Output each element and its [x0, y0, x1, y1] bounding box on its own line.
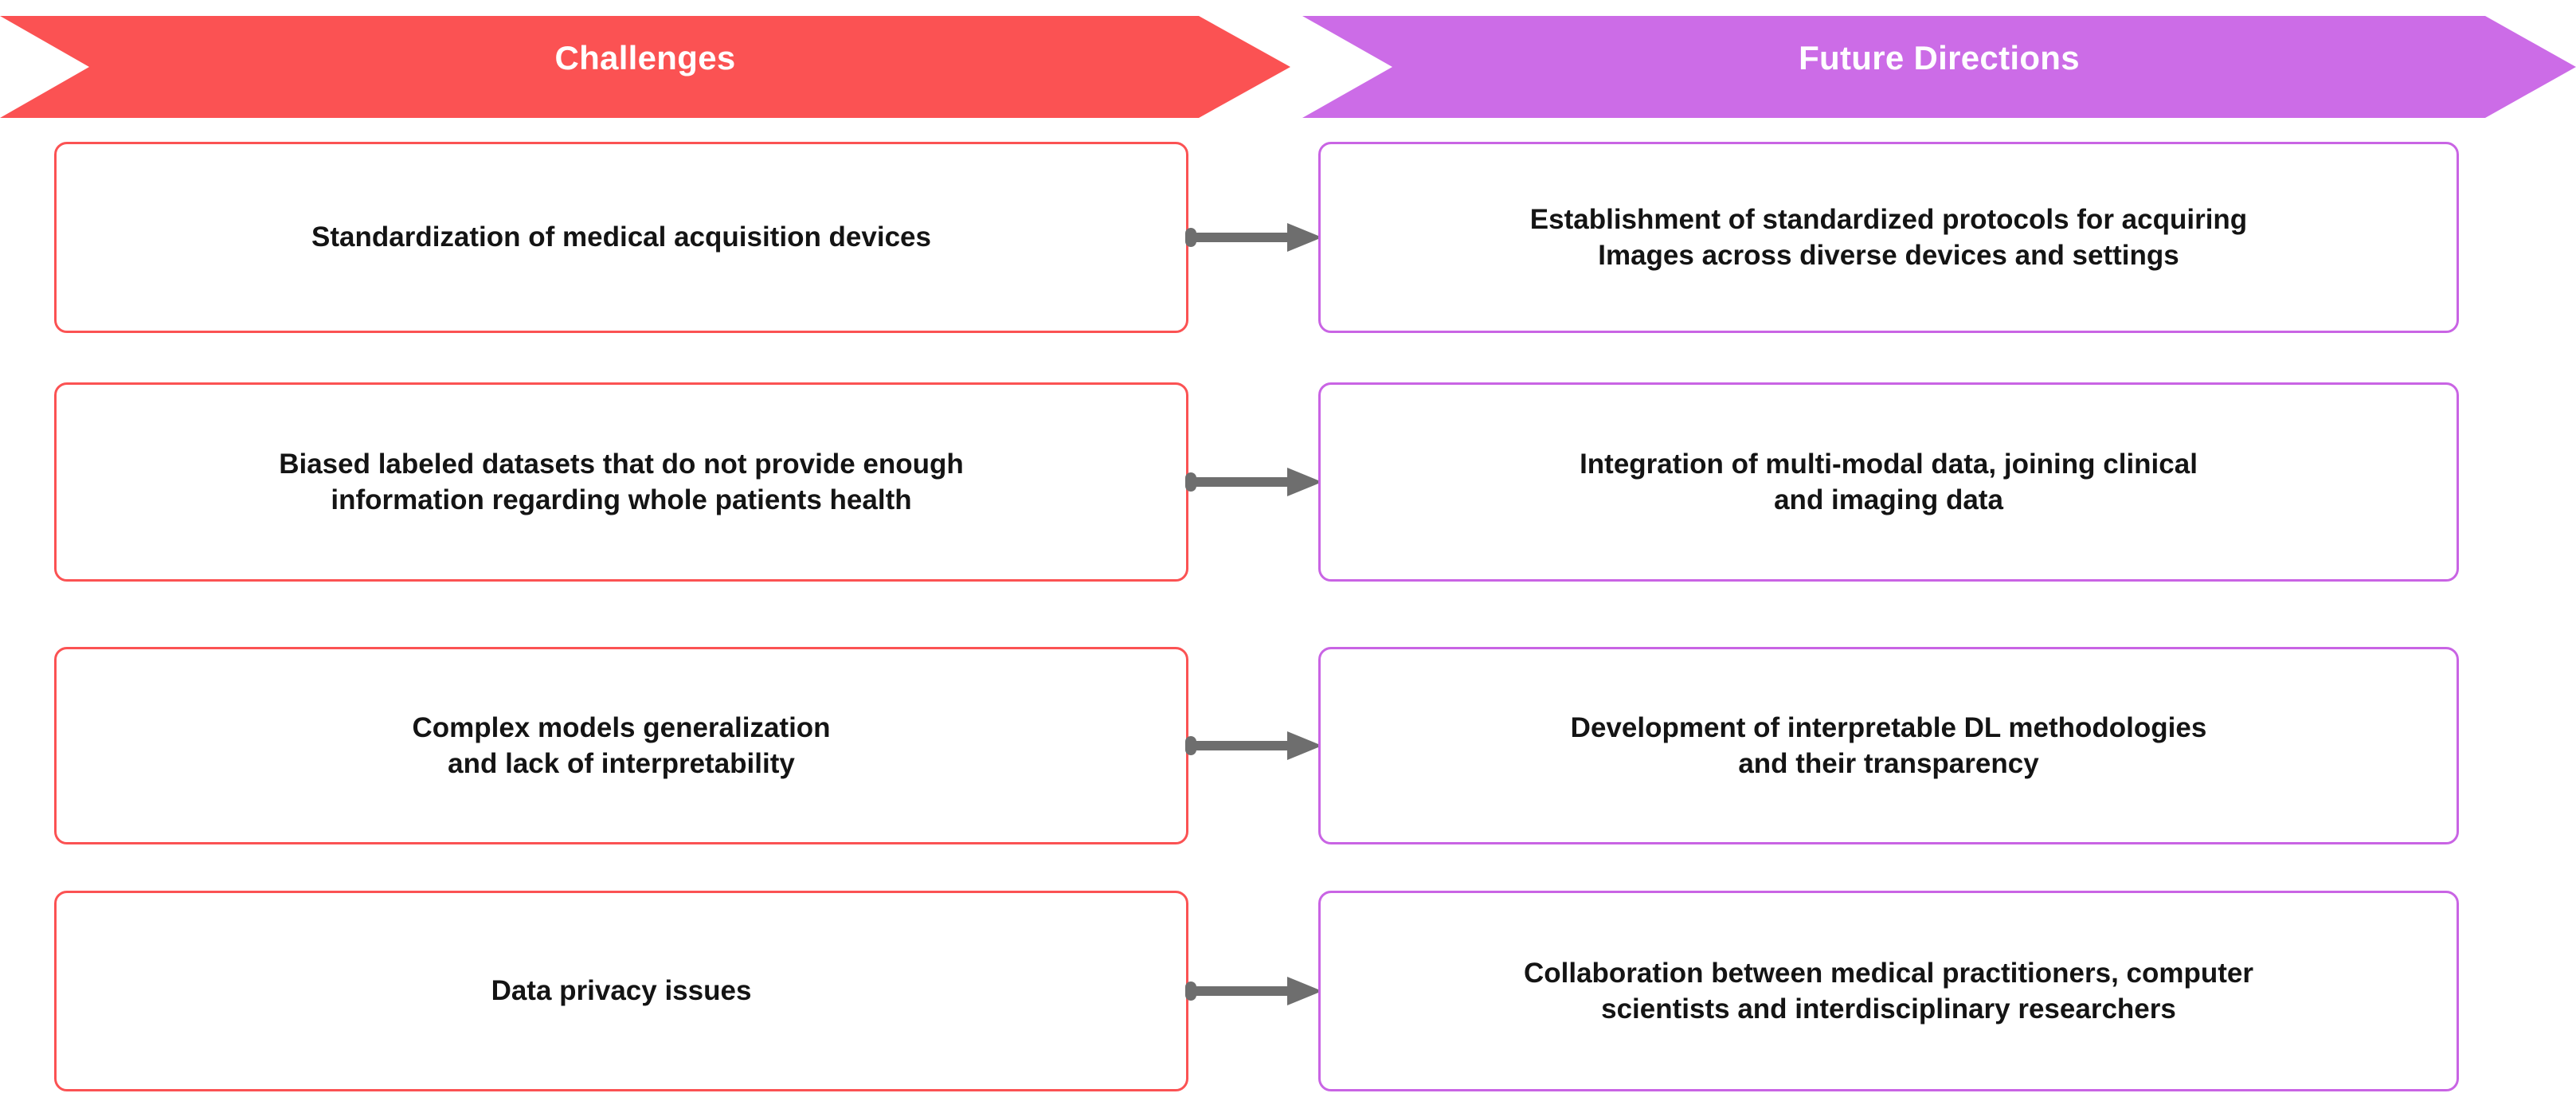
challenges-banner-shape — [0, 16, 1290, 118]
challenge-card[interactable]: Standardization of medical acquisition d… — [54, 142, 1188, 333]
table-row: Standardization of medical acquisition d… — [0, 142, 2576, 333]
table-row: Data privacy issues Collaboration betwee… — [0, 891, 2576, 1091]
arrow-right-icon — [1185, 727, 1322, 764]
future-direction-card[interactable]: Establishment of standardized protocols … — [1318, 142, 2459, 333]
challenge-card-text: Biased labeled datasets that do not prov… — [279, 448, 964, 516]
challenge-card-text: Data privacy issues — [491, 975, 752, 1007]
challenge-card-text: Complex models generalization and lack o… — [412, 711, 831, 780]
table-row: Biased labeled datasets that do not prov… — [0, 382, 2576, 582]
challenges-banner-label: Challenges — [554, 39, 736, 76]
future-direction-card-text: Integration of multi-modal data, joining… — [1580, 448, 2198, 516]
future-directions-banner-shape — [1302, 16, 2576, 118]
arrow-right-icon — [1185, 464, 1322, 500]
future-direction-card[interactable]: Integration of multi-modal data, joining… — [1318, 382, 2459, 582]
future-direction-card-text: Development of interpretable DL methodol… — [1570, 711, 2207, 780]
arrow-right-icon — [1185, 219, 1322, 256]
header-banner-group: Challenges Future Directions — [0, 0, 2576, 135]
challenge-card-text: Standardization of medical acquisition d… — [311, 221, 931, 253]
future-direction-card[interactable]: Development of interpretable DL methodol… — [1318, 647, 2459, 844]
future-direction-card[interactable]: Collaboration between medical practition… — [1318, 891, 2459, 1091]
banner-shapes — [0, 16, 2576, 118]
future-direction-card-text: Collaboration between medical practition… — [1523, 957, 2253, 1025]
future-directions-banner-label: Future Directions — [1799, 39, 2080, 76]
challenge-card[interactable]: Complex models generalization and lack o… — [54, 647, 1188, 844]
challenge-card[interactable]: Data privacy issues — [54, 891, 1188, 1091]
arrow-right-icon — [1185, 973, 1322, 1009]
challenge-card[interactable]: Biased labeled datasets that do not prov… — [54, 382, 1188, 582]
table-row: Complex models generalization and lack o… — [0, 647, 2576, 844]
future-direction-card-text: Establishment of standardized protocols … — [1529, 203, 2248, 272]
